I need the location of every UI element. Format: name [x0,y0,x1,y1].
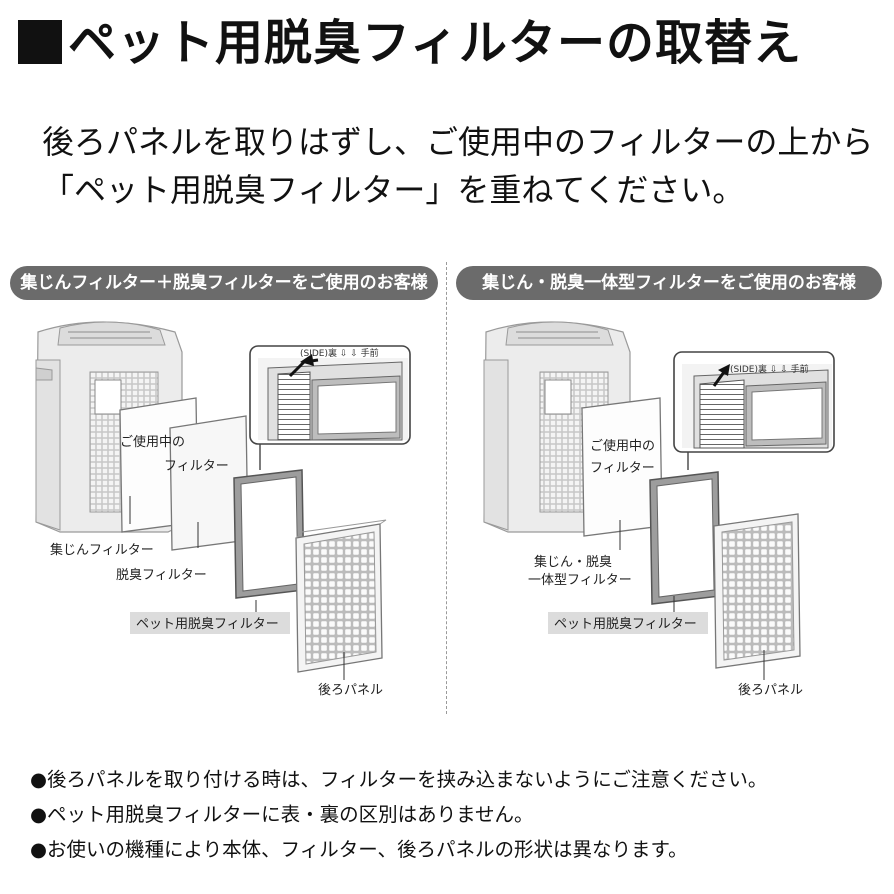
left-dust-filter-label: 集じんフィルター [50,542,154,558]
pet-filter [233,469,305,599]
left-detail-print: (SIDE)裏 ⇩ ⇩ 手前 [300,347,379,359]
page-title: ペット用脱臭フィルターの取替え [18,8,888,78]
note-item: ●ペット用脱臭フィルターに表・裏の区別はありません。 [30,803,534,826]
page-title-text: ペット用脱臭フィルターの取替え [68,15,803,71]
notes-list: ●後ろパネルを取り付ける時は、フィルターを挟み込まないようにご注意ください。 ●… [30,762,890,867]
right-integrated-filter-label-2: 一体型フィルター [528,573,632,588]
detail-callout-right: (SIDE)裏 ⇩ ⇩ 手前 [673,351,835,470]
right-current-filter-label-1: ご使用中の [590,438,655,454]
pet-filter-right [649,471,721,605]
right-current-filter-label-2: フィルター [590,461,655,476]
right-panel-heading: 集じん・脱臭一体型フィルターをご使用のお客様 [456,266,882,300]
right-integrated-filter-label-1: 集じん・脱臭 [534,554,612,570]
left-back-panel-label: 後ろパネル [318,683,383,698]
note-item: ●後ろパネルを取り付ける時は、フィルターを挟み込まないようにご注意ください。 [30,768,768,791]
left-illustration: (SIDE)裏 ⇩ ⇩ 手前 ご使用中の フィルター 集じんフィルター 脱臭フィ… [35,321,411,698]
right-illustration: (SIDE)裏 ⇩ ⇩ 手前 ご使用中の フィルター 集じん・脱臭 一体型フィル… [483,321,835,698]
left-current-filter-label-1: ご使用中の [120,434,185,450]
panel-divider [446,262,447,714]
intro-line-1: 後ろパネルを取りはずし、ご使用中のフィルターの上から [42,123,874,161]
right-detail-print: (SIDE)裏 ⇩ ⇩ 手前 [730,363,809,375]
back-panel-right [713,513,801,669]
right-back-panel-label: 後ろパネル [738,683,803,698]
note-item: ●お使いの機種により本体、フィルター、後ろパネルの形状は異なります。 [30,838,688,861]
left-pet-filter-label: ペット用脱臭フィルター [136,617,279,632]
left-panel-heading: 集じんフィルター＋脱臭フィルターをご使用のお客様 [10,266,438,300]
square-bullet-icon [18,20,62,64]
back-panel [295,519,387,673]
left-deodorizing-filter-label: 脱臭フィルター [116,568,207,583]
detail-callout: (SIDE)裏 ⇩ ⇩ 手前 [249,345,411,470]
left-current-filter-label-2: フィルター [164,459,229,474]
right-pet-filter-label: ペット用脱臭フィルター [554,617,697,632]
intro-line-2: 「ペット用脱臭フィルター」を重ねてください。 [42,171,745,209]
